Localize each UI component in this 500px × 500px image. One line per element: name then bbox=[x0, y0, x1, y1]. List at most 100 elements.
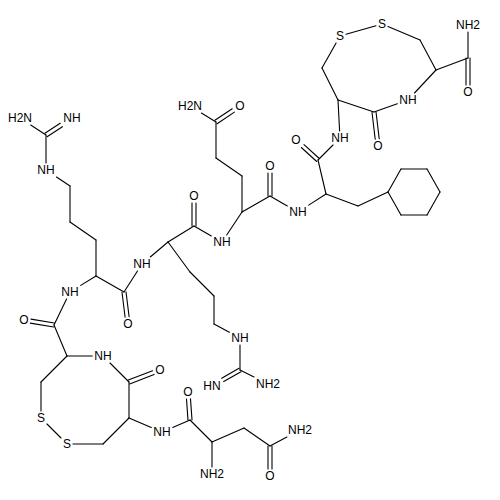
bond-line bbox=[187, 399, 189, 420]
bond-line bbox=[194, 226, 211, 236]
bond-line bbox=[129, 418, 151, 428]
bond-line bbox=[322, 43, 336, 68]
atom-label: S bbox=[336, 30, 344, 42]
atom-label: O bbox=[291, 134, 300, 146]
bond-line bbox=[96, 276, 124, 292]
bond-line bbox=[239, 345, 240, 370]
bond-line bbox=[215, 109, 232, 121]
bond-line bbox=[376, 112, 379, 139]
bond-line bbox=[309, 194, 326, 205]
atom-label: NH bbox=[213, 236, 230, 248]
bond-line bbox=[338, 100, 374, 112]
bond-line bbox=[318, 145, 333, 160]
bond-line bbox=[126, 292, 129, 317]
bond-line bbox=[374, 104, 397, 112]
atom-label: NH2 bbox=[456, 19, 480, 31]
bond-line bbox=[168, 242, 190, 272]
bond-line bbox=[301, 148, 316, 162]
atom-label: NH bbox=[231, 332, 248, 344]
bond-line bbox=[173, 420, 190, 427]
bond-line bbox=[427, 192, 440, 215]
bond-line bbox=[213, 296, 214, 324]
atom-label: NH bbox=[331, 132, 348, 144]
atom-label: NH2 bbox=[200, 468, 224, 480]
atom-label: NH bbox=[63, 112, 80, 124]
bond-line bbox=[45, 123, 60, 133]
bond-line bbox=[54, 299, 67, 325]
atom-label: H2N bbox=[178, 100, 202, 112]
bond-line bbox=[436, 58, 468, 70]
atom-label: O bbox=[19, 314, 28, 326]
atom-label: O bbox=[265, 470, 274, 482]
bond-line bbox=[54, 325, 67, 356]
atom-label: S bbox=[37, 412, 45, 424]
bond-line bbox=[227, 212, 242, 235]
atom-label: NH bbox=[289, 206, 306, 218]
atom-label: NH bbox=[399, 94, 416, 106]
bond-line bbox=[358, 192, 388, 206]
bond-line bbox=[217, 112, 234, 124]
bond-line bbox=[388, 192, 401, 215]
atom-label: O bbox=[183, 386, 192, 398]
bond-line bbox=[45, 135, 46, 163]
bond-line bbox=[326, 194, 358, 206]
bond-line bbox=[47, 424, 61, 438]
bond-line bbox=[420, 40, 436, 70]
bond-line bbox=[124, 271, 138, 292]
bond-line bbox=[244, 428, 270, 446]
atom-label: O bbox=[189, 190, 198, 202]
bond-line bbox=[267, 173, 268, 196]
atom-label: O bbox=[265, 160, 274, 172]
bond-line bbox=[211, 442, 212, 467]
bond-line bbox=[95, 240, 96, 276]
atom-label: HN bbox=[203, 380, 220, 392]
bond-line bbox=[338, 100, 340, 131]
bond-line bbox=[122, 292, 125, 317]
atom-label: NH bbox=[37, 164, 54, 176]
bond-line bbox=[401, 168, 427, 169]
bond-line bbox=[191, 399, 193, 420]
bond-line bbox=[401, 214, 427, 215]
bond-line bbox=[168, 226, 194, 242]
atom-label: NH2 bbox=[288, 424, 312, 436]
bond-line bbox=[322, 68, 338, 100]
bond-line bbox=[57, 177, 71, 186]
atom-label: S bbox=[378, 18, 386, 30]
bond-line bbox=[415, 70, 437, 93]
bond-line bbox=[224, 372, 241, 382]
bond-line bbox=[271, 173, 272, 196]
bond-line bbox=[191, 203, 192, 226]
bond-line bbox=[73, 443, 103, 444]
bond-line bbox=[469, 58, 470, 85]
bond-line bbox=[128, 371, 152, 380]
bond-line bbox=[214, 324, 229, 332]
bond-line bbox=[346, 26, 376, 35]
bond-line bbox=[31, 125, 46, 135]
bond-line bbox=[270, 196, 287, 206]
bond-line bbox=[216, 158, 242, 176]
bond-line bbox=[67, 355, 92, 356]
bond-line bbox=[47, 127, 62, 137]
bond-line bbox=[195, 203, 196, 226]
bond-line bbox=[212, 428, 244, 442]
bond-line bbox=[130, 374, 154, 384]
atom-label: O bbox=[463, 86, 472, 98]
atom-label: NH bbox=[133, 258, 150, 270]
bond-line bbox=[40, 382, 41, 411]
bond-line bbox=[427, 169, 440, 192]
atom-label: H2N bbox=[8, 112, 32, 124]
bond-line bbox=[31, 319, 54, 323]
bond-line bbox=[270, 437, 287, 446]
bond-line bbox=[242, 196, 270, 212]
atom-label: NH bbox=[94, 350, 111, 362]
bond-line bbox=[388, 27, 420, 41]
bond-line bbox=[388, 169, 401, 192]
bond-line bbox=[241, 176, 242, 212]
bond-line bbox=[201, 113, 216, 122]
bond-line bbox=[190, 420, 212, 442]
bond-line bbox=[190, 272, 214, 296]
atom-label: O bbox=[235, 100, 244, 112]
bond-line bbox=[372, 112, 375, 139]
